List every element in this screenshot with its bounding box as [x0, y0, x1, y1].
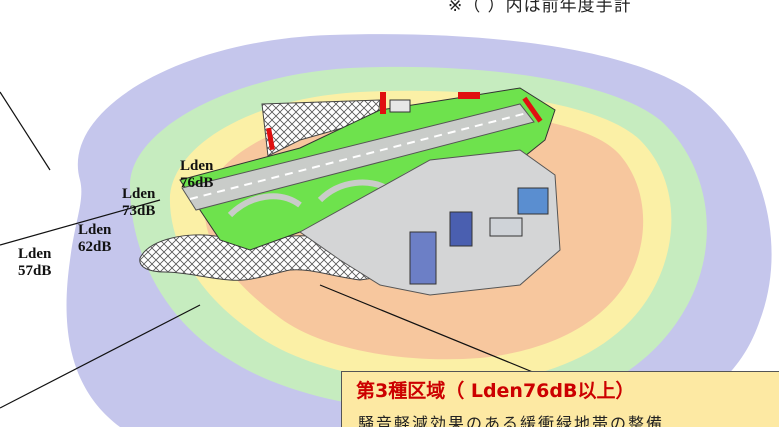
- runway-centerline: [189, 112, 528, 200]
- cargo-building: [489, 217, 523, 237]
- red-approach-lights: [458, 92, 480, 99]
- header-note: ※（ ）内は前年度手計: [448, 0, 632, 16]
- leader-line-57db: [0, 91, 51, 171]
- leader-line-zone: [319, 284, 541, 376]
- label-73db: Lden 73dB: [122, 186, 155, 220]
- label-76db: Lden 76dB: [180, 158, 213, 192]
- control-tower: [449, 211, 473, 247]
- db-value: 57dB: [18, 263, 52, 279]
- lden-text: Lden: [18, 246, 52, 262]
- db-value: 76dB: [180, 175, 214, 191]
- zone-title: 第3種区域（ Lden76dB以上）: [356, 380, 635, 402]
- leader-line-73db: [0, 304, 201, 409]
- label-57db: Lden 57dB: [18, 246, 51, 280]
- label-62db: Lden 62dB: [78, 222, 111, 256]
- zone-description: 騒音軽減効果のある緩衝緑地帯の整備: [358, 414, 665, 427]
- small-building: [389, 99, 411, 113]
- red-structure: [380, 92, 386, 114]
- terminal-building: [409, 231, 437, 285]
- lden-text: Lden: [180, 158, 214, 174]
- lden-text: Lden: [122, 186, 156, 202]
- leader-line-62db: [0, 199, 161, 246]
- hangar: [517, 187, 549, 215]
- red-marker: [266, 127, 275, 151]
- red-end-lights: [522, 96, 543, 123]
- zone-info-box: 第3種区域（ Lden76dB以上） 騒音軽減効果のある緩衝緑地帯の整備: [341, 371, 779, 427]
- db-value: 62dB: [78, 239, 112, 255]
- db-value: 73dB: [122, 203, 156, 219]
- lden-text: Lden: [78, 222, 112, 238]
- apron: [299, 149, 561, 296]
